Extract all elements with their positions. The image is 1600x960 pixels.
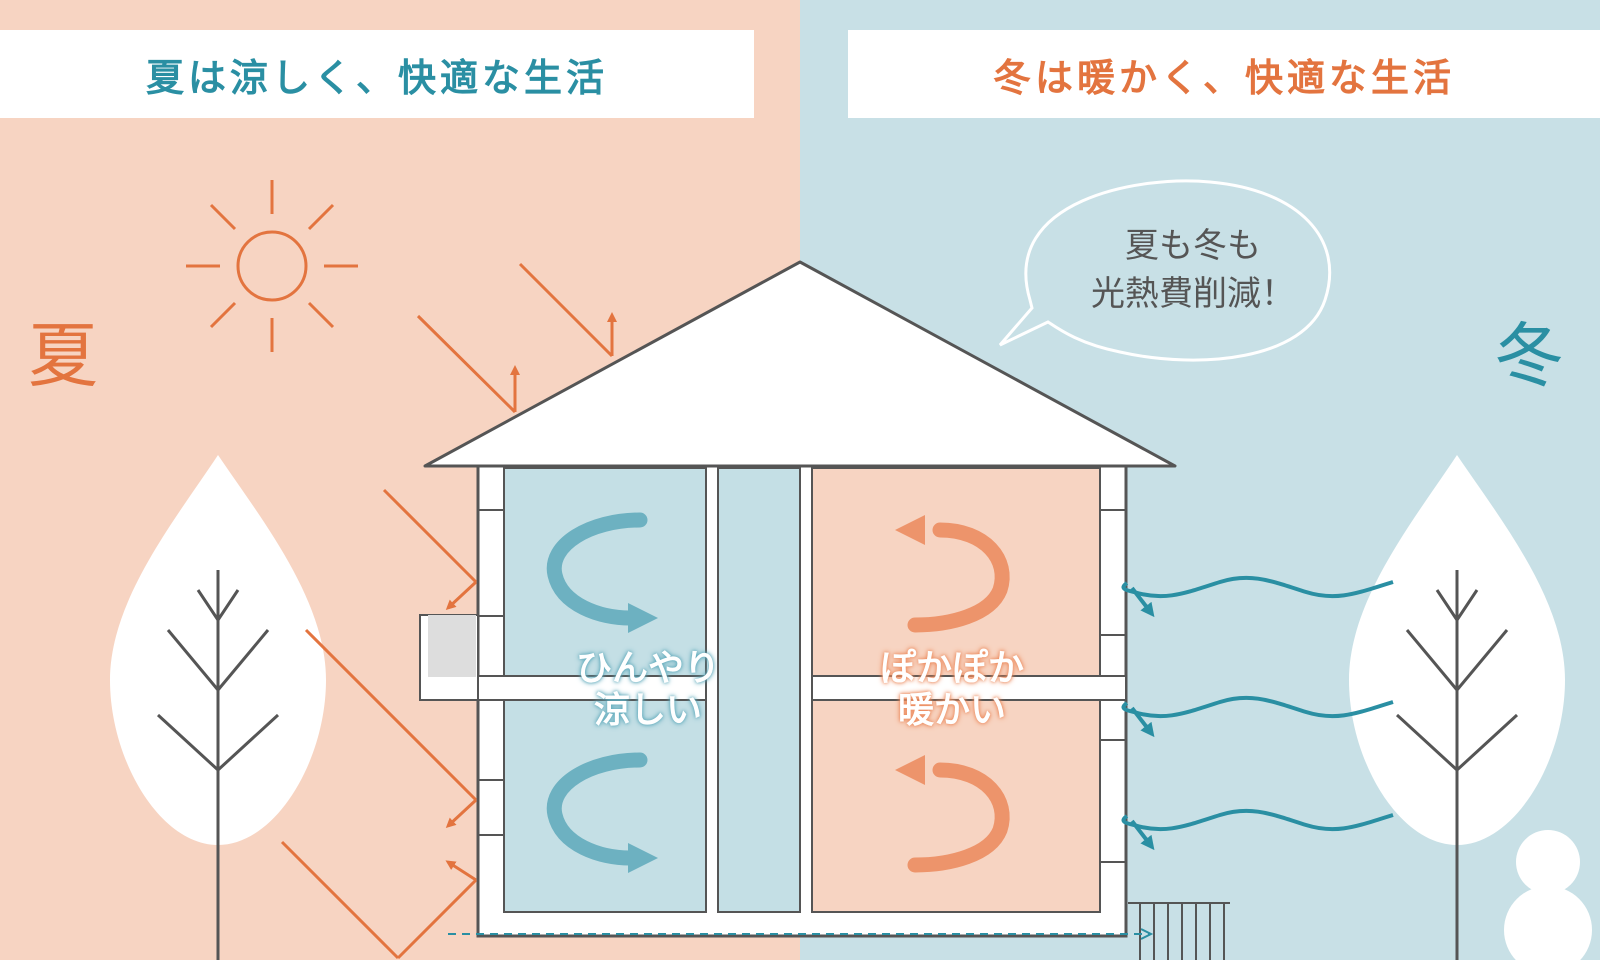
winter-title: 冬は暖かく、快適な生活 xyxy=(848,30,1600,118)
cool-room-line2: 涼しい xyxy=(593,690,702,731)
speech-bubble-icon xyxy=(998,179,1332,362)
warm-room-label: ぽかぽか 暖かい xyxy=(852,648,1052,732)
snowman-icon xyxy=(1504,830,1592,960)
summer-title: 夏は涼しく、快適な生活 xyxy=(0,30,754,118)
summer-label: 夏 xyxy=(28,315,98,397)
circulation-arrow-icon xyxy=(546,512,658,873)
house xyxy=(419,260,1177,938)
fence-icon xyxy=(1128,902,1230,960)
cool-room-line1: ひんやり xyxy=(575,648,720,689)
speech-bubble-line2: 光熱費削減！ xyxy=(1091,274,1295,314)
speech-bubble-text: 夏も冬も 光熱費削減！ xyxy=(1058,222,1328,318)
floor-slab-left xyxy=(477,675,707,701)
circulation-arrow-icon xyxy=(895,515,1010,873)
cold-wind-icon xyxy=(1121,575,1394,851)
cool-room-label: ひんやり 涼しい xyxy=(548,648,748,732)
floor-slab-right xyxy=(811,675,1127,701)
warm-room-line2: 暖かい xyxy=(897,690,1006,731)
winter-label: 冬 xyxy=(1494,315,1564,397)
stairwell xyxy=(717,467,801,913)
tree-icon xyxy=(1349,455,1565,960)
speech-bubble-line1: 夏も冬も xyxy=(1125,226,1261,266)
outdoor-unit xyxy=(428,615,476,677)
sun-icon xyxy=(186,180,358,352)
sunlight-arrow-icon xyxy=(280,262,617,960)
warm-room-line1: ぽかぽか xyxy=(879,648,1024,689)
tree-icon xyxy=(110,455,326,960)
